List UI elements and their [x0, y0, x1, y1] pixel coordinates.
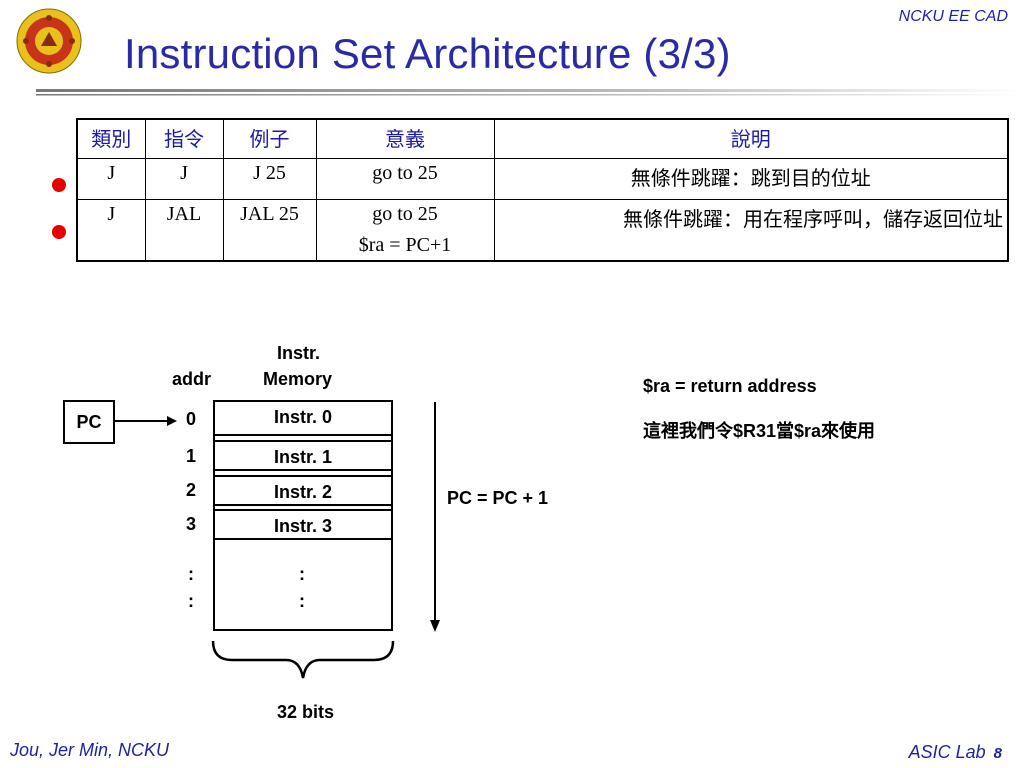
- cell-example: J 25: [222, 158, 317, 200]
- org-label: NCKU EE CAD: [898, 8, 1008, 25]
- bullet-row-2: [52, 225, 66, 239]
- r31-note: 這裡我們令$R31當$ra來使用: [643, 421, 876, 441]
- cell-description: 無條件跳躍：用在程序呼叫，儲存返回位址: [493, 199, 1009, 262]
- header-meaning: 意義: [315, 118, 495, 159]
- header-example: 例子: [222, 118, 317, 159]
- cell-example: JAL 25: [222, 199, 317, 262]
- table-header-row: 類別 指令 例子 意義 說明: [76, 118, 1009, 159]
- footer-lab: ASIC Lab 8: [909, 742, 1002, 763]
- isa-table: 類別 指令 例子 意義 說明 J J J 25 go to 25 無條件跳躍：跳…: [76, 118, 1009, 262]
- memory-slot: Instr. 0: [215, 402, 391, 436]
- memory-ellipsis-2: :: [299, 591, 305, 611]
- bullet-row-1: [52, 178, 66, 192]
- memory-title-line2: Memory: [263, 369, 333, 389]
- cell-category: J: [76, 199, 146, 262]
- header-category: 類別: [76, 118, 146, 159]
- memory-slot: Instr. 1: [215, 440, 391, 471]
- cell-instruction: J: [144, 158, 224, 200]
- cell-instruction: JAL: [144, 199, 224, 262]
- instruction-memory: Instr. 0 Instr. 1 Instr. 2 Instr. 3 : :: [213, 400, 393, 631]
- meaning-line-1: go to 25: [372, 203, 438, 225]
- memory-slot: Instr. 3: [215, 509, 391, 540]
- table-row: J J J 25 go to 25 無條件跳躍：跳到目的位址: [76, 158, 1009, 200]
- footer-author: Jou, Jer Min, NCKU: [10, 740, 170, 760]
- cell-meaning: go to 25: [315, 158, 495, 200]
- pc-update-label: PC = PC + 1: [447, 488, 549, 508]
- address-ellipsis-2: :: [188, 591, 194, 611]
- page-number: 8: [993, 745, 1002, 762]
- table-row: J JAL JAL 25 go to 25 $ra = PC+1 無條件跳躍：用…: [76, 199, 1009, 262]
- lab-name: ASIC Lab: [908, 742, 986, 762]
- slide-title: Instruction Set Architecture (3/3): [124, 30, 731, 77]
- title-divider: [36, 89, 1024, 96]
- meaning-line-2: $ra = PC+1: [358, 234, 452, 256]
- pc-register: PC: [63, 400, 115, 444]
- header-description: 說明: [493, 118, 1009, 159]
- memory-ellipsis-1: :: [299, 564, 305, 584]
- cell-category: J: [76, 158, 146, 200]
- address-1: 1: [186, 446, 197, 466]
- addr-label: addr: [172, 369, 212, 389]
- cell-description: 無條件跳躍：跳到目的位址: [493, 158, 1009, 200]
- cell-meaning: go to 25 $ra = PC+1: [315, 199, 495, 262]
- memory-title-line1: Instr.: [277, 343, 321, 363]
- ra-note: $ra = return address: [643, 376, 817, 396]
- ncku-logo: [16, 8, 82, 74]
- header-instruction: 指令: [144, 118, 224, 159]
- address-2: 2: [186, 480, 197, 500]
- address-ellipsis-1: :: [188, 564, 194, 584]
- memory-slot: Instr. 2: [215, 475, 391, 506]
- address-0: 0: [186, 409, 197, 429]
- address-3: 3: [186, 514, 197, 534]
- width-label: 32 bits: [277, 702, 335, 722]
